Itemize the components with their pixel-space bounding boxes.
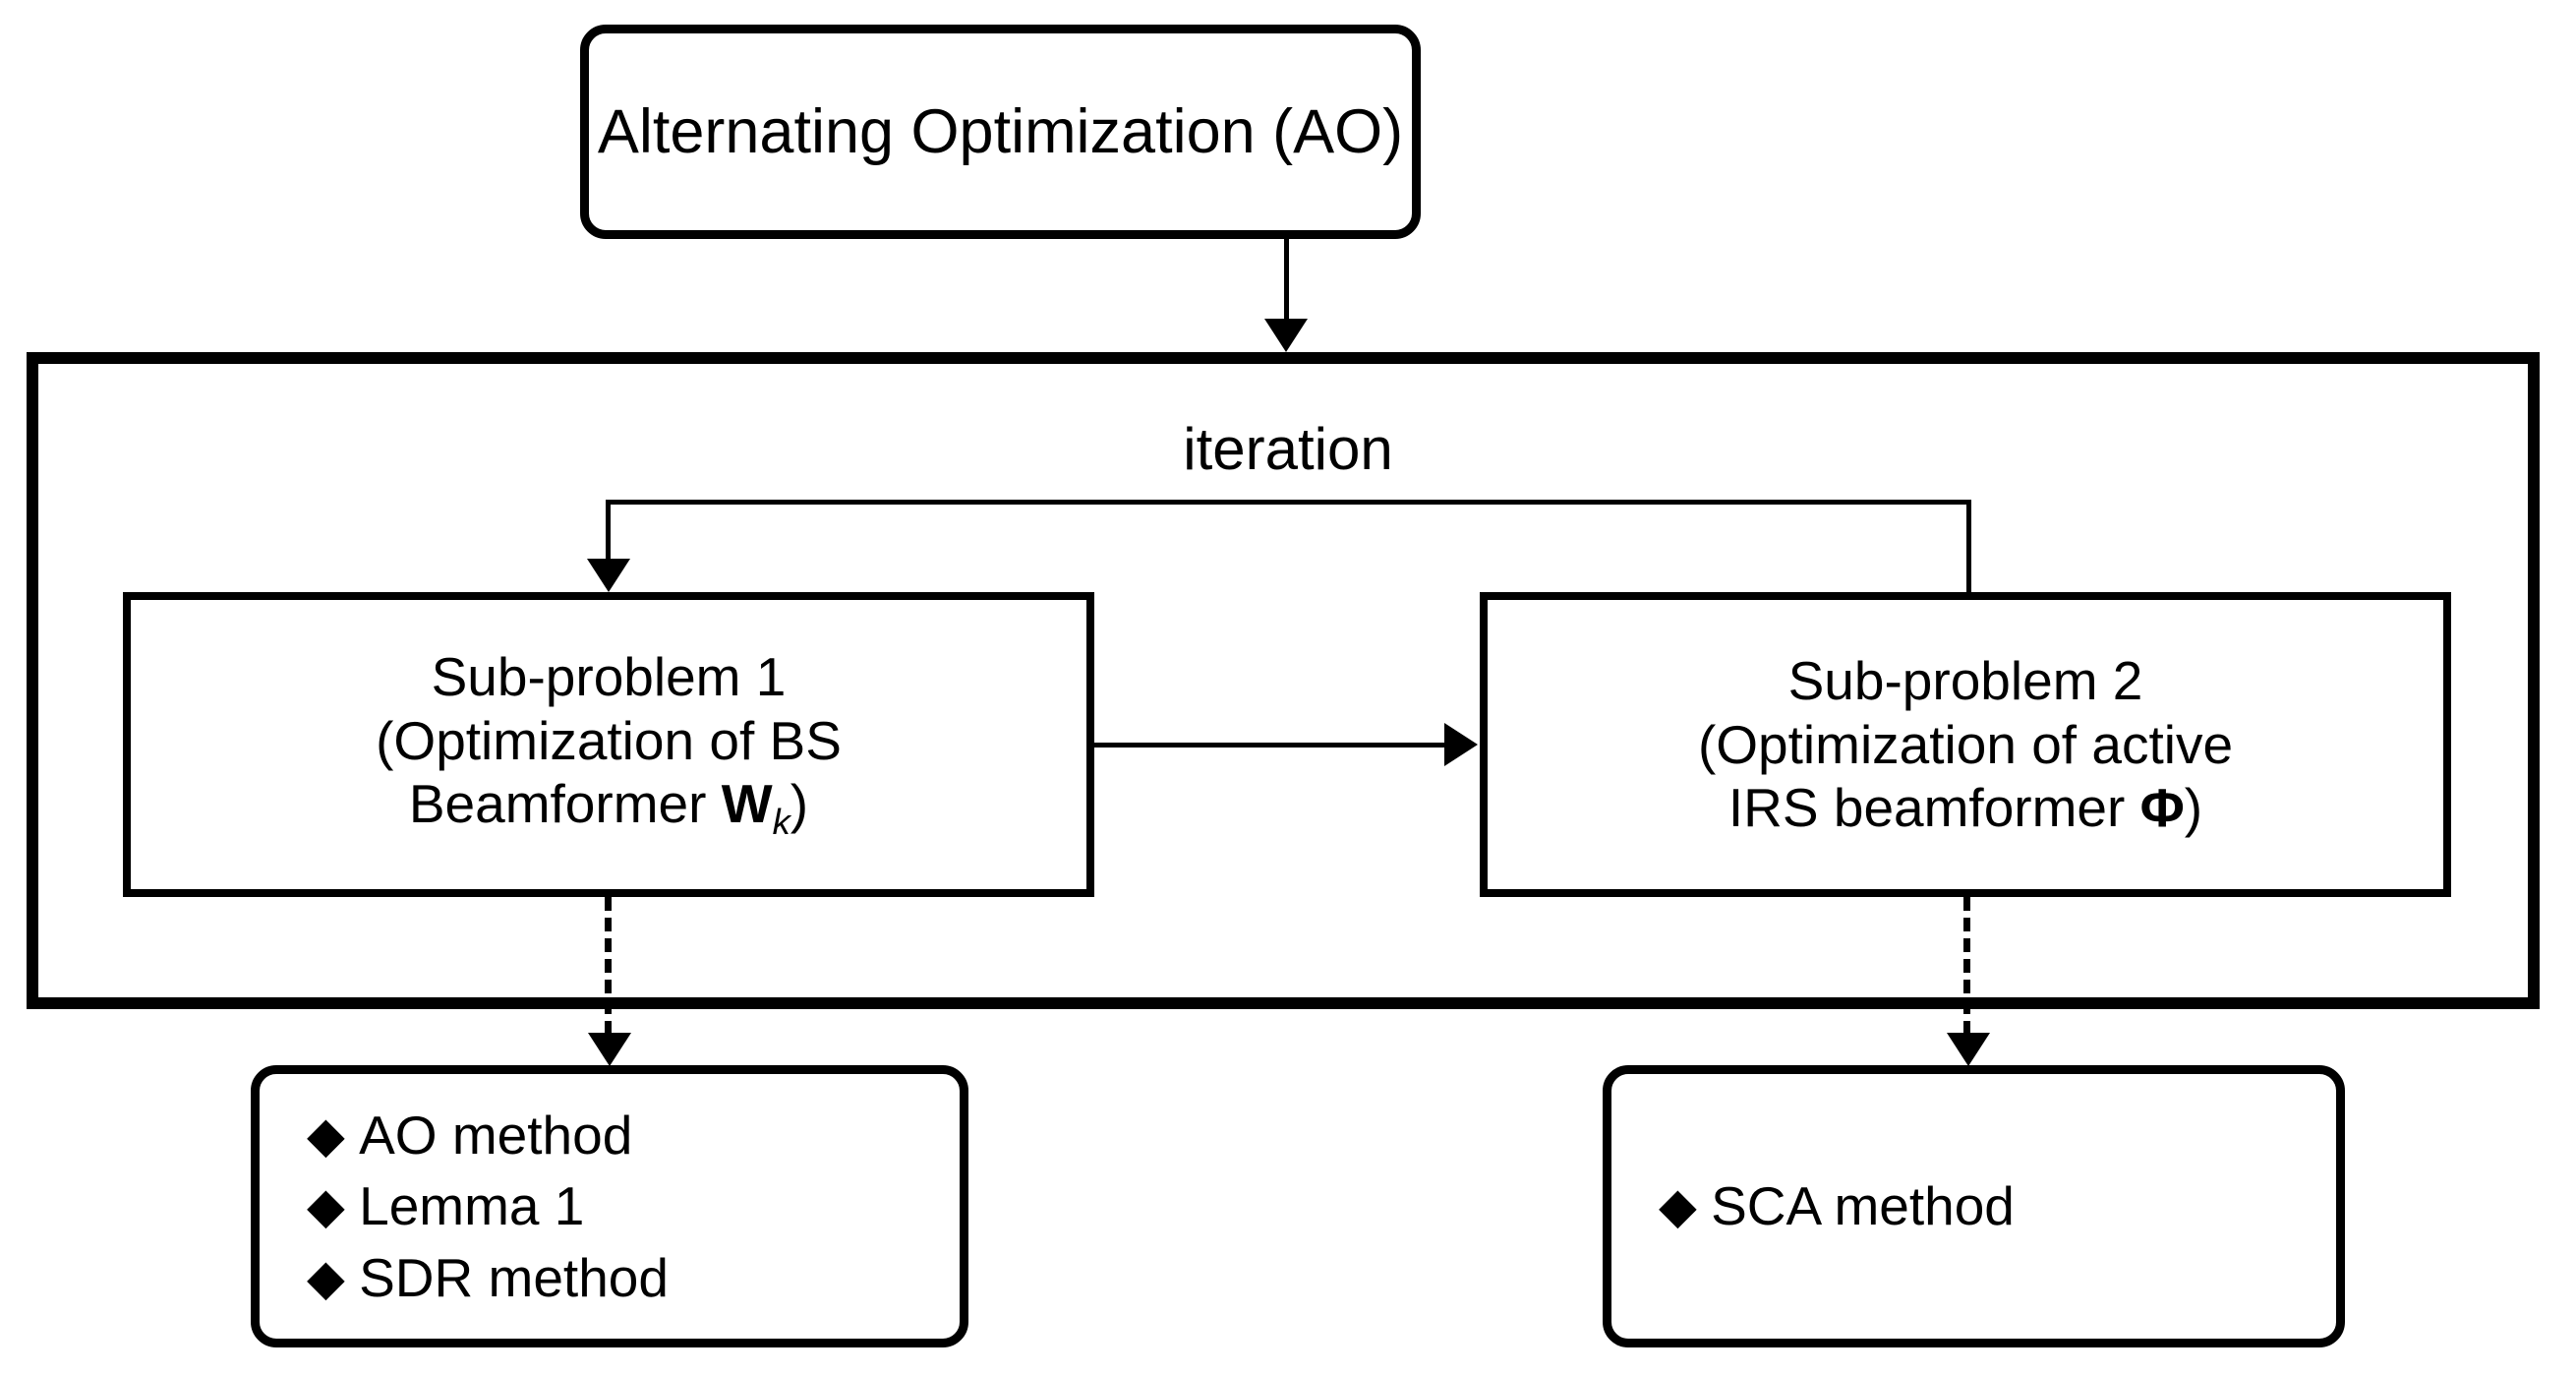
sub2-to-methods-right-arrowhead xyxy=(1947,1033,1990,1066)
sub-problem-1-line3: Beamformer Wk) xyxy=(368,772,849,844)
list-item[interactable]: ◆ SDR method xyxy=(307,1242,669,1314)
methods-right-box[interactable]: ◆ SCA method xyxy=(1603,1065,2345,1347)
sub-problem-1-label: Sub-problem 1 (Optimization of BS Beamfo… xyxy=(368,645,849,845)
diamond-bullet-icon: ◆ xyxy=(307,1177,345,1234)
irs-beamformer-symbol-phi: Φ xyxy=(2139,777,2185,839)
sub-problem-2-line3: IRS beamformer Φ) xyxy=(1690,776,2241,840)
alternating-optimization-box[interactable]: Alternating Optimization (AO) xyxy=(580,25,1421,239)
method-label: SCA method xyxy=(1711,1175,2015,1237)
iteration-container xyxy=(27,352,2540,1009)
sub1-to-sub2-arrowhead xyxy=(1444,723,1478,766)
list-item[interactable]: ◆ AO method xyxy=(307,1100,669,1171)
sub-problem-2-line3-suffix: ) xyxy=(2184,777,2203,839)
iteration-label: iteration xyxy=(1183,416,1393,482)
sub-problem-2-box[interactable]: Sub-problem 2 (Optimization of active IR… xyxy=(1480,592,2451,897)
sub-problem-2-label: Sub-problem 2 (Optimization of active IR… xyxy=(1690,649,2241,841)
sub1-to-sub2-line xyxy=(1094,743,1446,748)
methods-left-list: ◆ AO method ◆ Lemma 1 ◆ SDR method xyxy=(307,1100,669,1314)
feedback-arrowhead-into-sub1 xyxy=(587,559,630,592)
sub-problem-2-line3-prefix: IRS beamformer xyxy=(1727,777,2140,839)
diamond-bullet-icon: ◆ xyxy=(307,1106,345,1163)
method-label: AO method xyxy=(359,1104,633,1166)
sub-problem-1-line1: Sub-problem 1 xyxy=(431,645,787,707)
ao-to-container-line xyxy=(1284,239,1289,323)
feedback-right-vertical xyxy=(1966,500,1971,596)
feedback-horizontal xyxy=(606,500,1971,505)
sub-problem-1-line3-prefix: Beamformer xyxy=(408,773,722,835)
sub-problem-2-line1: Sub-problem 2 xyxy=(1787,649,2143,711)
sub1-to-methods-left-dashed-line xyxy=(605,897,612,1035)
sub-problem-2-line2: (Optimization of active xyxy=(1697,713,2234,775)
method-label: Lemma 1 xyxy=(359,1175,585,1237)
list-item[interactable]: ◆ Lemma 1 xyxy=(307,1170,669,1242)
sub-problem-1-box[interactable]: Sub-problem 1 (Optimization of BS Beamfo… xyxy=(123,592,1094,897)
sub-problem-1-line3-suffix: ) xyxy=(790,773,809,835)
method-label: SDR method xyxy=(359,1246,669,1308)
beamformer-subscript-k: k xyxy=(772,802,790,843)
feedback-left-vertical xyxy=(606,500,611,561)
beamformer-symbol-w: W xyxy=(721,773,773,835)
list-item[interactable]: ◆ SCA method xyxy=(1659,1170,2015,1242)
alternating-optimization-label: Alternating Optimization (AO) xyxy=(597,96,1404,166)
sub1-to-methods-left-arrowhead xyxy=(588,1033,631,1066)
diamond-bullet-icon: ◆ xyxy=(1659,1177,1697,1234)
methods-left-box[interactable]: ◆ AO method ◆ Lemma 1 ◆ SDR method xyxy=(251,1065,968,1347)
methods-right-list: ◆ SCA method xyxy=(1659,1170,2015,1242)
sub-problem-1-line2: (Optimization of BS xyxy=(376,709,842,771)
diamond-bullet-icon: ◆ xyxy=(307,1248,345,1305)
ao-to-container-arrowhead xyxy=(1264,319,1308,352)
sub2-to-methods-right-dashed-line xyxy=(1963,897,1970,1035)
